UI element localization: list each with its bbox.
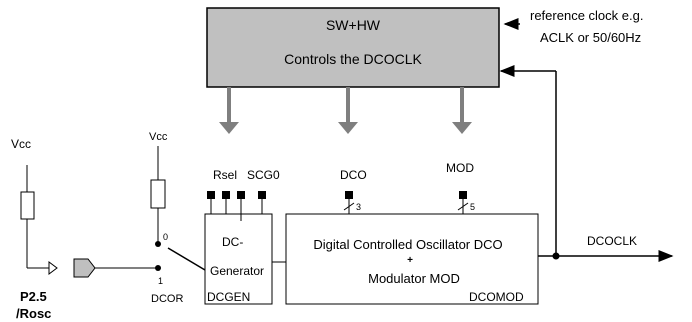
control-box-rect	[206, 7, 500, 88]
arrow-head-dco	[338, 122, 358, 134]
mod-bit-label: MOD	[446, 161, 474, 175]
dco-title: Digital Controlled Oscillator DCO	[313, 237, 502, 252]
control-box: SW+HW Controls the DCOCLK	[206, 7, 500, 88]
reference-label-2: ACLK or 50/60Hz	[540, 30, 641, 45]
mod-bus-slash	[457, 202, 469, 211]
control-box-title: SW+HW	[326, 17, 381, 33]
arrow-shaft-dco	[346, 87, 350, 122]
dcgen-text-1: DC-	[222, 235, 243, 249]
dco-rect	[285, 213, 539, 305]
dcoclk-label: DCOCLK	[587, 234, 637, 248]
dcomod-label: DCOMOD	[469, 290, 524, 304]
switch-pos-1: 1	[158, 276, 163, 286]
rsel-bit-0	[207, 191, 215, 199]
dcgen-block: Rsel SCG0 DC- Generator DCGEN	[204, 168, 280, 305]
dcgen-rect	[204, 213, 273, 305]
pin-label-1: P2.5	[20, 289, 47, 304]
scg0-label: SCG0	[247, 168, 280, 182]
switch-pos-0: 0	[163, 232, 168, 242]
dco-bit-label: DCO	[340, 168, 367, 182]
resistor-switch	[150, 179, 166, 209]
dco-bus-width: 3	[356, 202, 361, 212]
rsel-bit-1	[222, 191, 230, 199]
vcc-switch-label: Vcc	[149, 131, 168, 143]
mod-bus-width: 5	[470, 202, 475, 212]
control-arrows	[219, 87, 472, 134]
arrow-head-mod	[452, 122, 472, 134]
dco-bit	[345, 191, 353, 199]
output-path: DCOCLK	[499, 65, 674, 262]
arrow-head-rsel	[219, 122, 239, 134]
pin-arrow	[48, 261, 58, 275]
reference-clock: reference clock e.g. ACLK or 50/60Hz	[503, 8, 643, 45]
pin-pad	[73, 258, 96, 278]
dco-subtitle: Modulator MOD	[368, 271, 460, 286]
rsel-bit-2	[237, 191, 245, 199]
mod-bit	[459, 191, 467, 199]
switch-contact-1	[155, 265, 161, 271]
vcc-left-label: Vcc	[11, 137, 31, 151]
arrow-shaft-rsel	[227, 87, 231, 122]
switch-contact-0	[155, 241, 161, 247]
dcgen-text-2: Generator	[210, 264, 264, 278]
dco-bus-slash	[343, 202, 355, 211]
rsel-label: Rsel	[213, 168, 237, 182]
left-supply: Vcc P2.5 /Rosc	[11, 137, 161, 321]
reference-label-1: reference clock e.g.	[530, 8, 643, 23]
pin-label-2: /Rosc	[16, 306, 51, 321]
dcgen-label: DCGEN	[207, 290, 250, 304]
dcor-label: DCOR	[151, 293, 183, 305]
dco-block: DCO 3 MOD 5 Digital Controlled Oscillato…	[272, 161, 539, 305]
control-box-subtitle: Controls the DCOCLK	[284, 51, 422, 67]
dco-plus: +	[407, 255, 413, 266]
switch-blade	[167, 247, 206, 271]
dcor-switch: Vcc 0 1 DCOR	[149, 131, 286, 305]
resistor-left	[20, 191, 35, 220]
scg0-bit	[258, 191, 266, 199]
arrow-shaft-mod	[460, 87, 464, 122]
